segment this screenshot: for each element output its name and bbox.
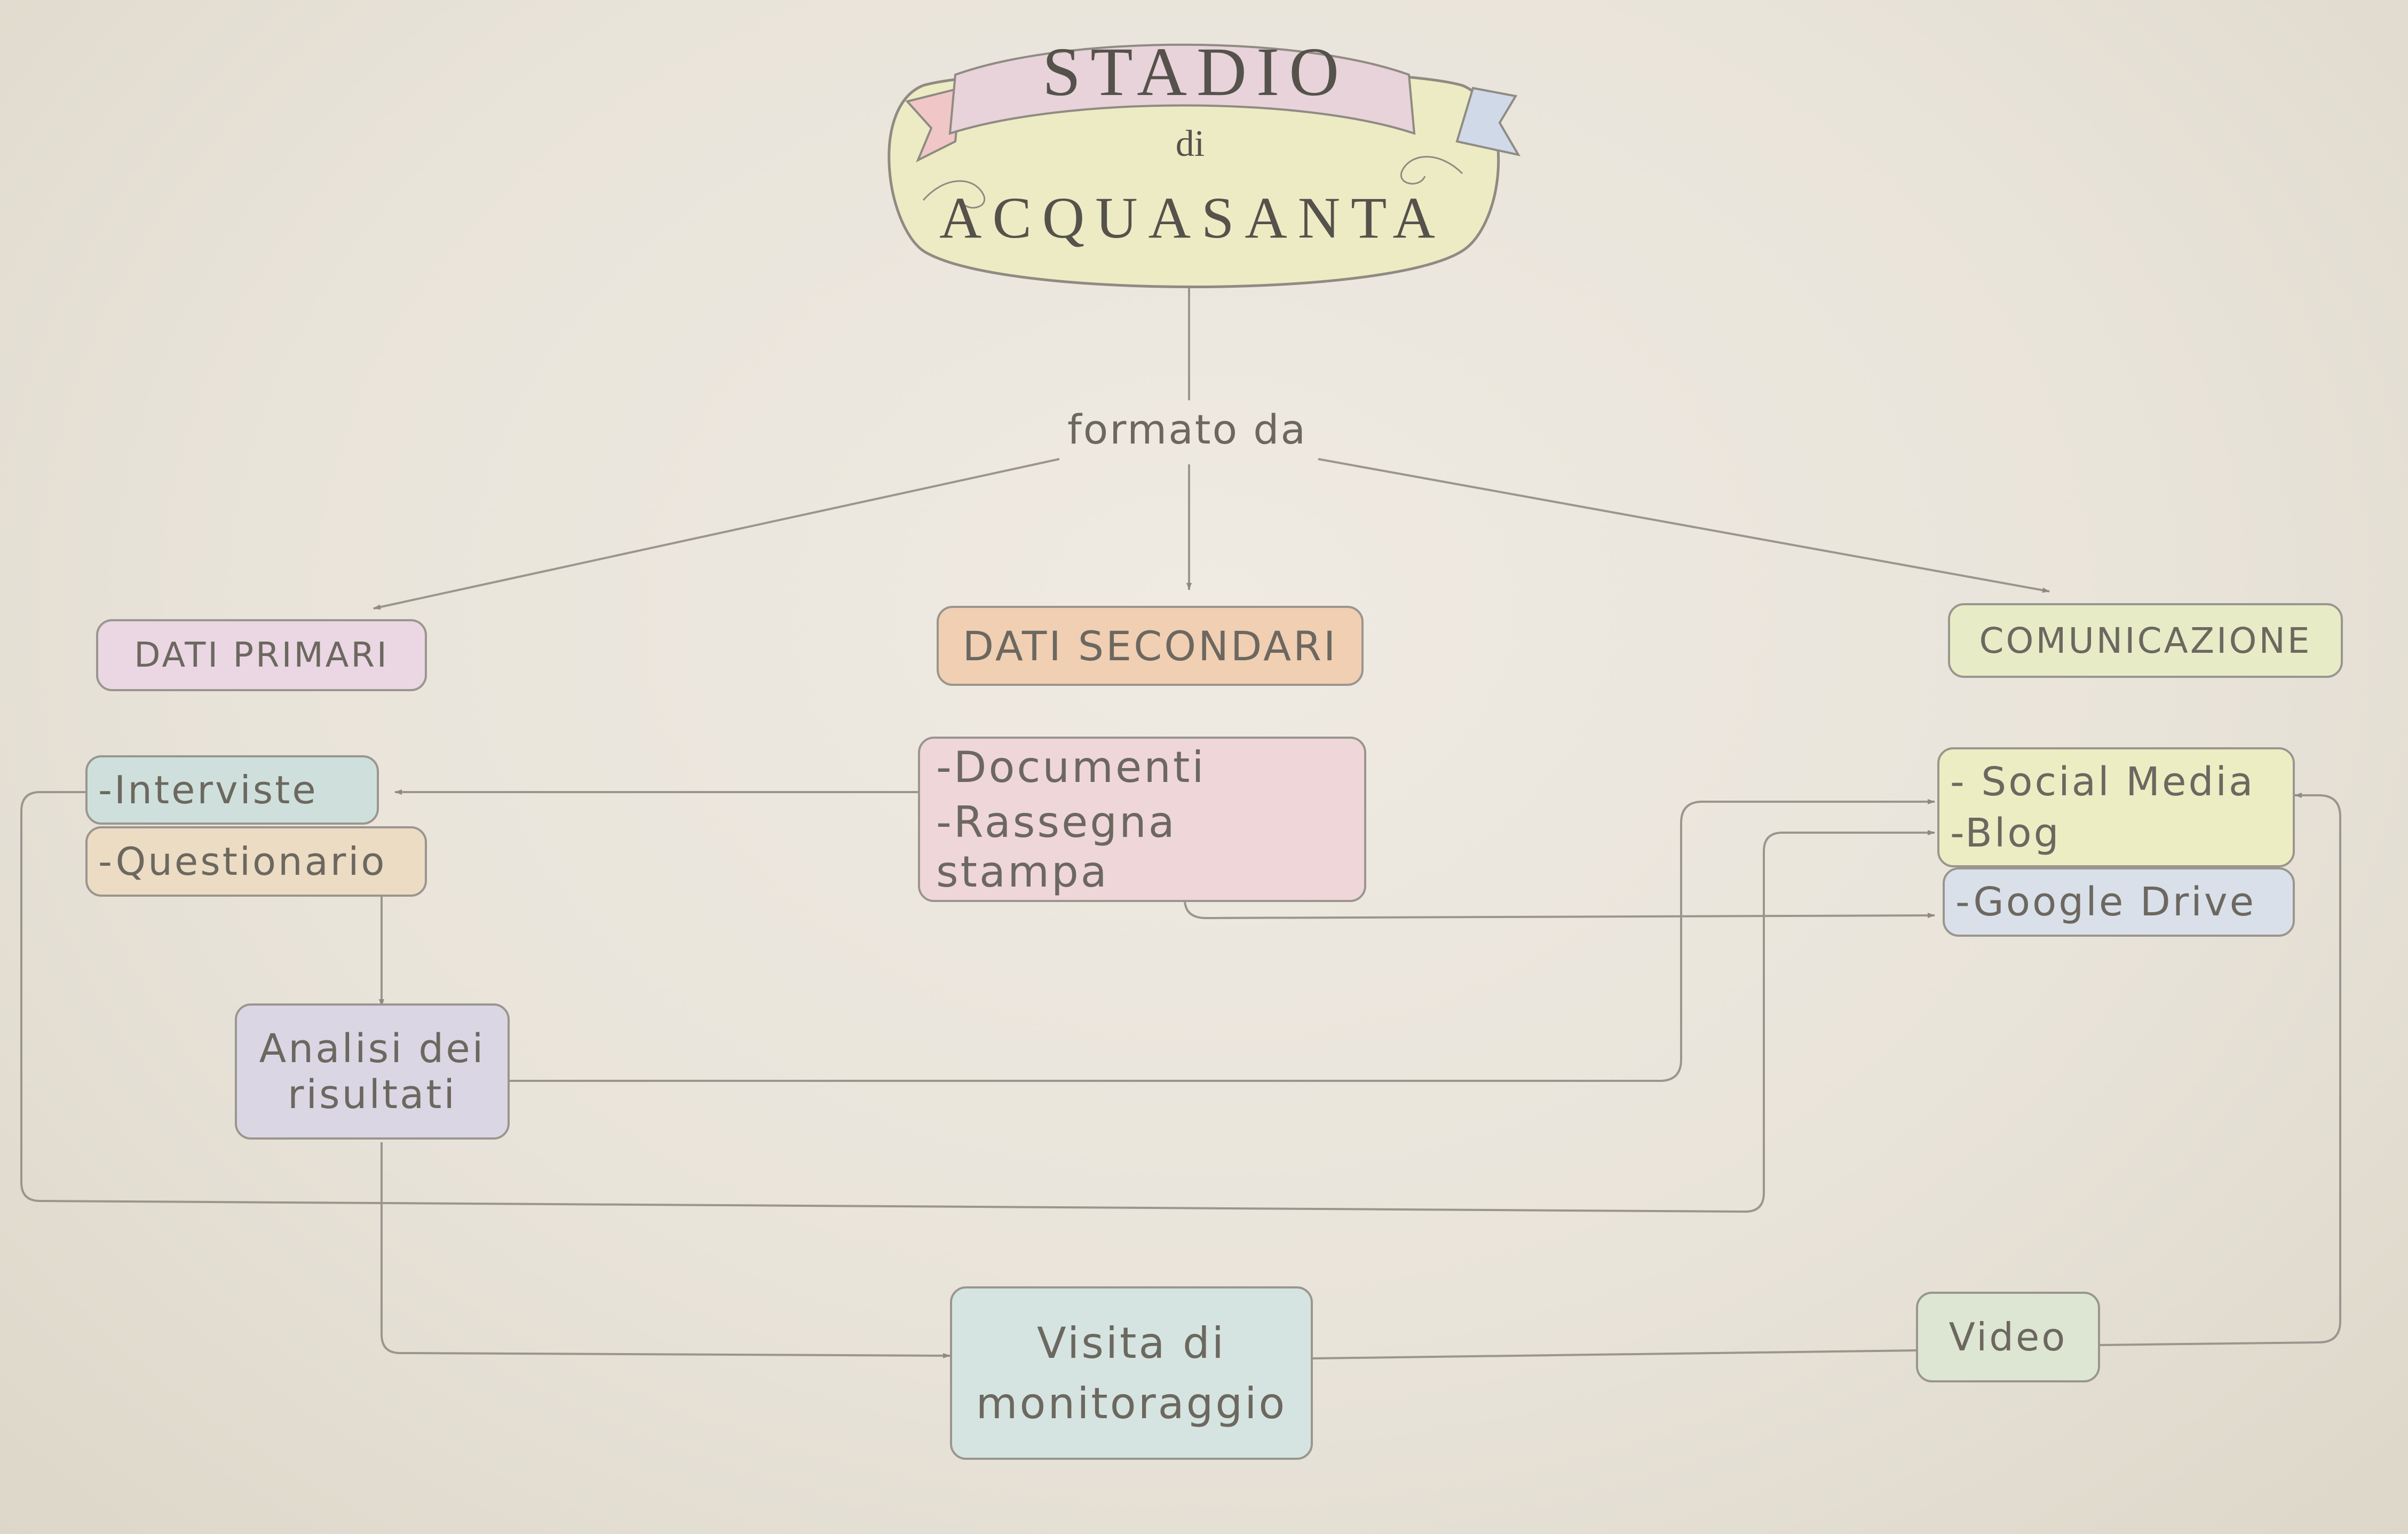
node-video: Video [1916, 1292, 2100, 1382]
item-google-drive-label: -Google Drive [1955, 879, 2256, 925]
connector-visit-to-video [1312, 1349, 1916, 1359]
title-badge [888, 43, 1521, 288]
analisi-line-1: Analisi dei [259, 1025, 486, 1072]
connector-press-to-drive [1184, 899, 1935, 920]
ribbon-band [948, 43, 1416, 135]
item-documenti-label: -Documenti [936, 742, 1206, 792]
item-documenti-rassegna: -Documenti -Rassegna stampa [918, 737, 1366, 902]
connector-interviews-to-blog [20, 791, 1935, 1213]
item-questionario: -Questionario [85, 826, 427, 897]
video-label: Video [1948, 1315, 2068, 1359]
item-rassegna-stampa-label: -Rassegna stampa [936, 797, 1177, 897]
node-analisi-risultati: Analisi dei risultati [235, 1003, 510, 1140]
visita-line-1: Visita di [1037, 1318, 1226, 1368]
title-line-acquasanta: ACQUASANTA [939, 185, 1446, 250]
connector-label-to-primary [373, 458, 1060, 610]
analisi-line-2: risultati [288, 1071, 457, 1118]
item-social-media-label: - Social Media [1950, 758, 2255, 805]
item-social-blog: - Social Media -Blog [1937, 747, 2295, 867]
ribbon-left-tail [905, 86, 962, 163]
item-interviste-label: -Interviste [98, 768, 318, 812]
item-questionario-label: -Questionario [98, 839, 387, 884]
connector-analysis-to-visit [381, 1142, 950, 1358]
flourish-left [922, 180, 986, 209]
item-blog-label: -Blog [1950, 810, 2061, 856]
title-line-stadio: STADIO [1042, 34, 1349, 110]
connector-analysis-to-social [510, 799, 1935, 1082]
category-dati-primari-label: DATI PRIMARI [134, 635, 389, 675]
title-line-di: di [1175, 123, 1205, 164]
connector-label-to-communication [1318, 458, 2050, 593]
category-comunicazione: COMUNICAZIONE [1948, 603, 2343, 678]
link-label-formato-da: formato da [1067, 406, 1308, 453]
category-dati-primari: DATI PRIMARI [96, 619, 427, 691]
category-dati-secondari: DATI SECONDARI [937, 606, 1364, 686]
item-google-drive: -Google Drive [1943, 867, 2295, 937]
node-visita-monitoraggio: Visita di monitoraggio [950, 1286, 1313, 1460]
item-interviste: -Interviste [85, 755, 379, 825]
flourish-right [1400, 156, 1463, 185]
category-comunicazione-label: COMUNICAZIONE [1979, 620, 2312, 661]
category-dati-secondari-label: DATI SECONDARI [962, 622, 1338, 670]
visita-line-2: monitoraggio [976, 1378, 1287, 1428]
ribbon-right-tail [1455, 86, 1521, 156]
connector-video-to-social [2100, 793, 2341, 1346]
